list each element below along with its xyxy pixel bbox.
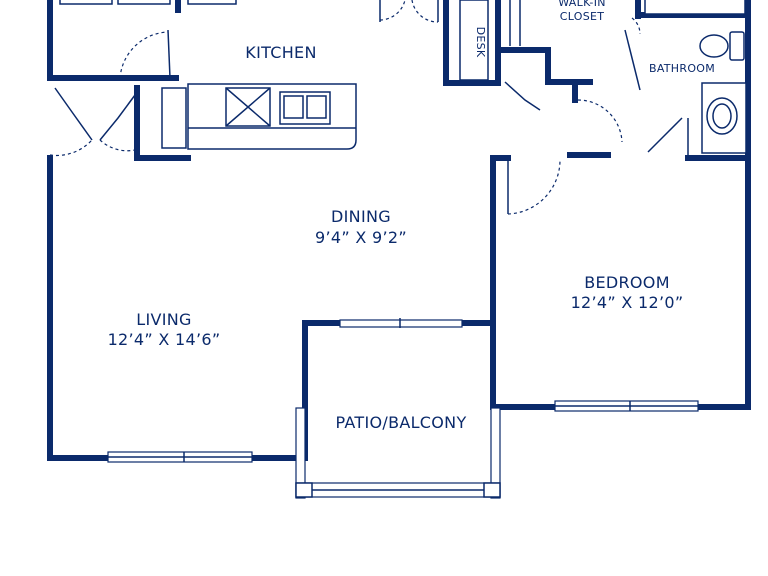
- bedroom-size: 12’4” X 12’0”: [571, 293, 684, 312]
- patio-label: PATIO/BALCONY: [335, 413, 466, 432]
- living-label: LIVING: [136, 310, 191, 329]
- walls: [47, 0, 751, 461]
- closet-label-line2: CLOSET: [560, 10, 605, 23]
- kitchen-label: KITCHEN: [245, 43, 316, 62]
- toilet-icon: [699, 34, 729, 58]
- doors: [49, 0, 689, 215]
- patio-railing: [295, 407, 501, 499]
- windows: [107, 318, 699, 463]
- kitchen-counter: [161, 83, 357, 150]
- living-size: 12’4” X 14’6”: [108, 330, 221, 349]
- bathroom-label: BATHROOM: [649, 62, 715, 75]
- upper-cabinets: [59, 0, 237, 5]
- closet-label-line1: WALK-IN: [558, 0, 606, 9]
- dining-size: 9’4” X 9’2”: [315, 228, 407, 247]
- bathroom-fixtures: [644, 0, 747, 154]
- bedroom-label: BEDROOM: [584, 273, 670, 292]
- dining-label: DINING: [331, 207, 391, 226]
- desk-label: DESK: [474, 27, 487, 58]
